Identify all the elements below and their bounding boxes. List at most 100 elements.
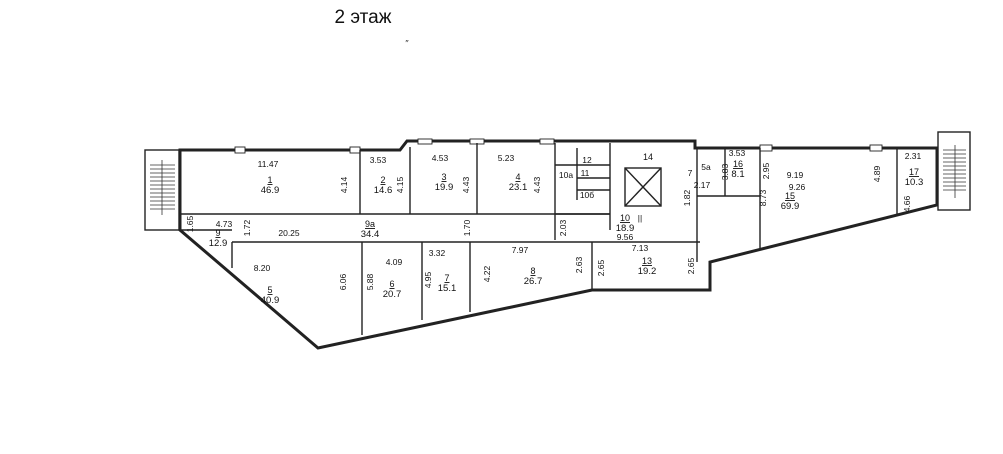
svg-text:19.9: 19.9 — [435, 182, 454, 193]
room-1: 146.9 — [261, 175, 280, 196]
svg-text:2.65: 2.65 — [686, 257, 696, 274]
svg-text:4: 4 — [515, 172, 520, 182]
svg-text:8.1: 8.1 — [731, 169, 744, 180]
svg-text:20.25: 20.25 — [278, 228, 300, 238]
svg-text:10: 10 — [620, 213, 630, 223]
svg-text:3.53: 3.53 — [729, 148, 746, 158]
svg-text:1.82: 1.82 — [682, 189, 692, 206]
room-2: 214.6 — [374, 175, 393, 196]
elevator-label: 14 — [643, 152, 653, 162]
svg-text:34.4: 34.4 — [361, 229, 380, 240]
svg-text:6.06: 6.06 — [338, 273, 348, 290]
svg-text:4.15: 4.15 — [395, 176, 405, 193]
svg-text:17: 17 — [909, 167, 919, 177]
svg-text:9a: 9a — [365, 219, 375, 229]
svg-text:4.95: 4.95 — [423, 271, 433, 288]
svg-text:9.56: 9.56 — [617, 232, 634, 242]
svg-text:8.20: 8.20 — [254, 263, 271, 273]
svg-text:2.95: 2.95 — [761, 162, 771, 179]
building-outline — [178, 139, 939, 350]
room-7: 715.1 — [438, 273, 457, 294]
svg-text:3.53: 3.53 — [370, 155, 387, 165]
svg-text:15.1: 15.1 — [438, 283, 457, 294]
svg-text:4.73: 4.73 — [216, 219, 233, 229]
svg-text:5: 5 — [267, 285, 272, 295]
svg-text:9.26: 9.26 — [789, 182, 806, 192]
svg-text:5.23: 5.23 — [498, 153, 515, 163]
right-stairwell — [937, 131, 971, 211]
room-7-small-label: 7 — [688, 168, 693, 178]
svg-text:4.66: 4.66 — [902, 195, 912, 212]
room-12-label: 12 — [582, 155, 592, 165]
svg-text:4.14: 4.14 — [339, 176, 349, 193]
svg-text:7.13: 7.13 — [632, 243, 649, 253]
svg-text:4.43: 4.43 — [461, 176, 471, 193]
svg-text:40.9: 40.9 — [261, 295, 280, 306]
room-9: 912.9 — [209, 228, 228, 249]
floor-title: 2 этаж — [335, 7, 392, 28]
windows-top — [234, 138, 883, 154]
svg-text:69.9: 69.9 — [781, 201, 800, 212]
dimension-labels: 11.47 4.14 3.53 4.15 4.53 4.43 5.23 4.43… — [185, 148, 922, 290]
svg-text:1.72: 1.72 — [242, 219, 252, 236]
room-5a-label: 5a — [701, 162, 711, 172]
svg-text:3.83: 3.83 — [720, 163, 730, 180]
svg-text:8.73: 8.73 — [758, 189, 768, 206]
svg-text:14.6: 14.6 — [374, 185, 393, 196]
room-4: 423.1 — [509, 172, 528, 193]
room-5: 540.9 — [261, 285, 280, 306]
svg-text:2.31: 2.31 — [905, 151, 922, 161]
room-16: 168.1 — [731, 159, 744, 180]
room-11-label: 11 — [581, 168, 590, 178]
svg-text:13: 13 — [642, 256, 652, 266]
svg-text:8: 8 — [530, 266, 535, 276]
svg-text:26.7: 26.7 — [524, 276, 543, 287]
room-3: 319.9 — [435, 172, 454, 193]
svg-text:11.47: 11.47 — [258, 159, 279, 169]
svg-text:2.03: 2.03 — [558, 219, 568, 236]
svg-text:2.65: 2.65 — [596, 259, 606, 276]
svg-text:4.09: 4.09 — [386, 257, 403, 267]
svg-text:23.1: 23.1 — [509, 182, 528, 193]
svg-text:3: 3 — [441, 172, 446, 182]
svg-text:1: 1 — [267, 175, 272, 185]
svg-text:46.9: 46.9 — [261, 185, 280, 196]
svg-text:9: 9 — [215, 228, 220, 238]
room-10b-label: 10б — [580, 190, 594, 200]
svg-text:10.3: 10.3 — [905, 177, 924, 188]
svg-text:7: 7 — [444, 273, 449, 283]
room-10a-label: 10a — [559, 170, 573, 180]
room-8: 826.7 — [524, 266, 543, 287]
left-stairwell — [144, 149, 180, 231]
shaft-mark: || — [638, 213, 642, 223]
room-labels: 146.9 214.6 319.9 423.1 540.9 620.7 715.… — [209, 159, 924, 306]
small-room-labels: 10a 11 12 10б 7 5a 14 || — [559, 152, 711, 223]
svg-text:19.2: 19.2 — [638, 266, 657, 277]
svg-text:5.88: 5.88 — [365, 273, 375, 290]
svg-text:9.19: 9.19 — [787, 170, 804, 180]
svg-text:4.43: 4.43 — [532, 176, 542, 193]
top-mark: ′′ — [405, 38, 409, 48]
svg-text:2: 2 — [380, 175, 385, 185]
svg-text:15: 15 — [785, 191, 795, 201]
svg-text:1.65: 1.65 — [185, 215, 195, 232]
svg-text:7.97: 7.97 — [512, 245, 529, 255]
svg-text:6: 6 — [389, 279, 394, 289]
svg-text:4.22: 4.22 — [482, 265, 492, 282]
svg-text:4.89: 4.89 — [872, 165, 882, 182]
svg-text:1.70: 1.70 — [462, 219, 472, 236]
svg-text:3.32: 3.32 — [429, 248, 446, 258]
interior-walls — [180, 143, 898, 335]
svg-text:2.17: 2.17 — [694, 180, 711, 190]
svg-text:2.63: 2.63 — [574, 256, 584, 273]
svg-text:4.53: 4.53 — [432, 153, 449, 163]
svg-text:12.9: 12.9 — [209, 238, 228, 249]
room-6: 620.7 — [383, 279, 402, 300]
svg-text:20.7: 20.7 — [383, 289, 402, 300]
